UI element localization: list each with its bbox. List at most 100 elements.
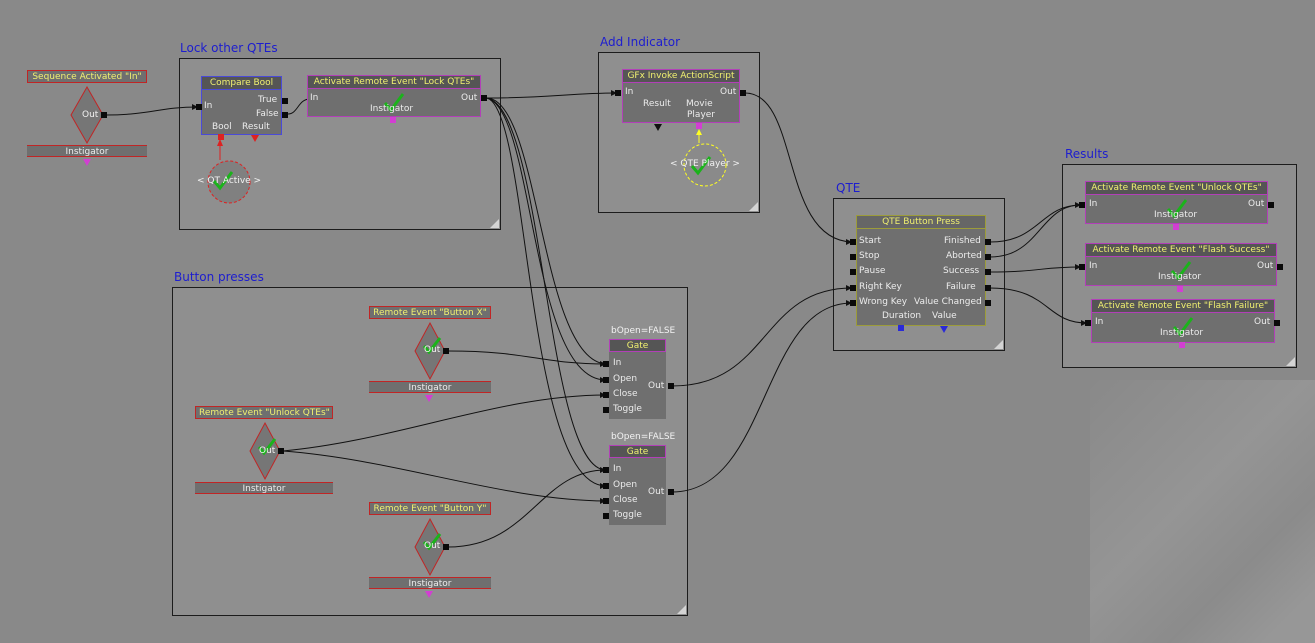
flash-failure-in-pin[interactable] [1085,320,1091,326]
qte-failure-pin[interactable] [985,285,991,291]
lock-qtes-out-pin[interactable] [481,95,487,101]
check-icon [257,438,277,456]
compare-bool-true-pin[interactable] [282,98,288,104]
gate2-in-pin[interactable] [603,467,609,473]
compare-bool-in-label: In [204,101,213,111]
gate1-toggle-pin[interactable] [603,407,609,413]
qte-success-pin[interactable] [985,269,991,275]
gate2-close-label: Close [613,495,638,505]
lock-qtes-out-label: Out [461,93,478,103]
gfx-out-pin[interactable] [740,90,746,96]
gate2-out-pin[interactable] [668,489,674,495]
qte-duration-pin[interactable] [898,325,904,331]
gate1-close-pin[interactable] [603,392,609,398]
flash-failure-out-pin[interactable] [1274,320,1280,326]
compare-bool-bool-pin[interactable] [218,134,224,140]
flash-success-instigator-pin[interactable] [1177,286,1183,292]
qte-stop-pin[interactable] [850,254,856,260]
unlock-qtes-out-label: Out [1248,199,1265,209]
gfx-player-pin[interactable] [696,123,702,129]
button-x-instigator: Instigator [369,381,491,393]
compare-bool-false-label: False [256,109,279,119]
gate2-close-pin[interactable] [603,498,609,504]
unlock-qtes-instigator-label: Instigator [1154,210,1198,220]
gate1-out-pin[interactable] [668,383,674,389]
qte-finished-pin[interactable] [985,239,991,245]
flash-success-node[interactable]: Activate Remote Event "Flash Success" [1085,243,1277,286]
compare-bool-false-pin[interactable] [282,112,288,118]
qte-stop-label: Stop [859,251,880,261]
compare-bool-result-pin[interactable] [251,135,259,142]
check-icon [690,156,712,176]
qte-right-key-label: Right Key [859,282,902,292]
qte-right-key-pin[interactable] [850,285,856,291]
sequence-activated-title[interactable]: Sequence Activated "In" [27,70,147,83]
unlock-event-out-pin[interactable] [278,448,284,454]
remote-event-button-x-title[interactable]: Remote Event "Button X" [369,306,491,319]
qte-value-changed-pin[interactable] [985,300,991,306]
gate2-node[interactable]: Gate [609,445,666,525]
qte-wrong-key-pin[interactable] [850,300,856,306]
lock-qtes-instigator-pin[interactable] [390,117,396,123]
gate1-title: Gate [609,339,666,352]
gate1-toggle-label: Toggle [613,404,642,414]
gate2-title: Gate [609,445,666,458]
sequence-activated-out-pin[interactable] [101,112,107,118]
lock-qtes-title: Activate Remote Event "Lock QTEs" [308,76,480,89]
flash-failure-node[interactable]: Activate Remote Event "Flash Failure" [1091,299,1275,343]
unlock-qtes-out-pin[interactable] [1268,202,1274,208]
button-x-out-pin[interactable] [443,348,449,354]
unlock-event-instigator: Instigator [195,482,333,494]
frame-title-lock: Lock other QTEs [180,41,278,55]
check-icon [383,93,405,113]
qte-start-pin[interactable] [850,239,856,245]
gfx-movie-label: Movie [686,99,713,109]
unlock-qtes-in-pin[interactable] [1079,202,1085,208]
sequence-activated-instigator: Instigator [27,145,147,157]
unlock-qtes-instigator-pin[interactable] [1173,224,1179,230]
gfx-in-label: In [625,87,634,97]
remote-event-unlock-qtes-title[interactable]: Remote Event "Unlock QTEs" [195,406,333,419]
flash-success-out-pin[interactable] [1277,264,1283,270]
qte-failure-label: Failure [946,282,976,292]
qte-aborted-pin[interactable] [985,254,991,260]
gate1-in-pin[interactable] [603,361,609,367]
lock-qtes-node[interactable]: Activate Remote Event "Lock QTEs" [307,75,481,117]
qte-button-press-node[interactable]: QTE Button Press [856,215,986,326]
gfx-invoke-node[interactable]: GFx Invoke ActionScript [622,69,740,123]
qte-value-pin[interactable] [940,326,948,333]
compare-bool-true-label: True [258,95,278,105]
gfx-in-pin[interactable] [615,90,621,96]
check-icon [1170,261,1192,281]
instigator-pin[interactable] [425,395,433,402]
unlock-qtes-node[interactable]: Activate Remote Event "Unlock QTEs" [1085,181,1268,224]
qte-wrong-key-label: Wrong Key [859,297,908,307]
gate1-open-label: Open [613,374,638,384]
qte-pause-label: Pause [859,266,886,276]
instigator-pin[interactable] [425,591,433,598]
gate1-open-pin[interactable] [603,377,609,383]
button-x-out-label: Out [424,345,441,355]
gate2-toggle-pin[interactable] [603,513,609,519]
flash-failure-out-label: Out [1254,317,1271,327]
background-glare [1090,380,1315,643]
gate2-open-pin[interactable] [603,483,609,489]
compare-bool-node[interactable]: Compare Bool [201,76,282,135]
remote-event-button-y-title[interactable]: Remote Event "Button Y" [369,502,491,515]
gate1-node[interactable]: Gate [609,339,666,419]
compare-bool-title: Compare Bool [202,77,281,90]
gfx-result-pin[interactable] [654,124,662,131]
qte-pause-pin[interactable] [850,269,856,275]
compare-bool-in-pin[interactable] [196,104,202,110]
flash-success-in-label: In [1089,261,1098,271]
button-y-out-label: Out [424,541,441,551]
button-y-out-pin[interactable] [443,544,449,550]
flash-failure-instigator-pin[interactable] [1179,342,1185,348]
qte-aborted-label: Aborted [946,251,982,261]
instigator-pin[interactable] [83,159,91,166]
check-icon [1172,317,1194,337]
frame-title-buttons: Button presses [174,270,264,284]
unlock-qtes-title: Activate Remote Event "Unlock QTEs" [1086,182,1267,195]
event-diamond-icon [70,85,104,145]
flash-success-in-pin[interactable] [1079,264,1085,270]
